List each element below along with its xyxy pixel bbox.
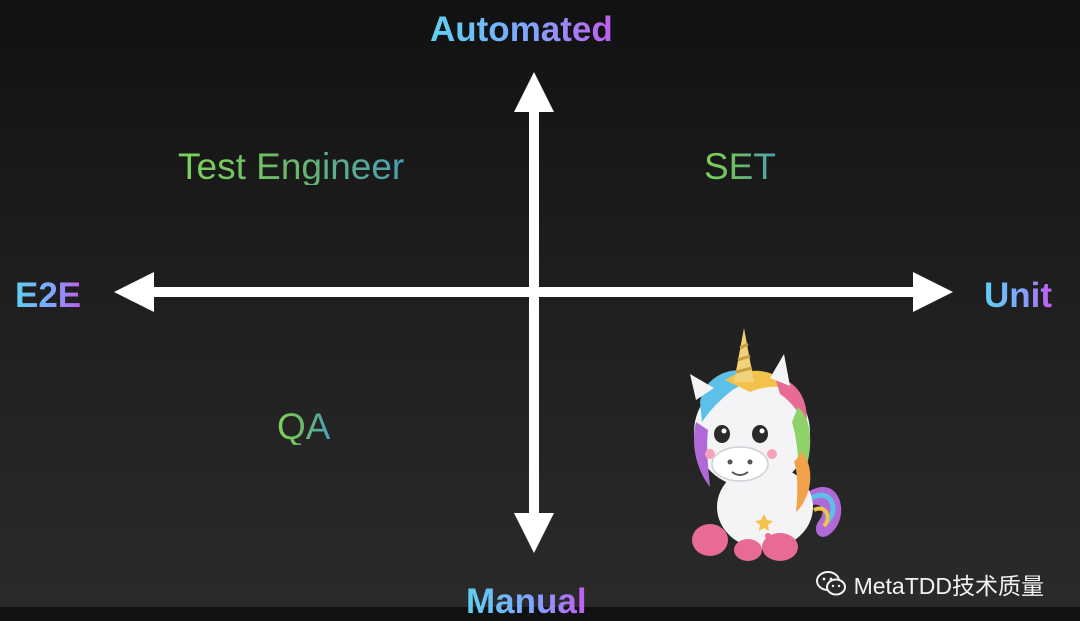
axis-label-automated: Automated — [430, 10, 613, 49]
horizontal-axis-line — [150, 287, 920, 297]
watermark: MetaTDD技术质量 — [815, 567, 1044, 601]
watermark-text: MetaTDD技术质量 — [853, 573, 1044, 599]
quadrant-label-qa: QA — [277, 406, 331, 447]
left-arrow-icon — [114, 272, 154, 312]
vertical-axis-line — [529, 108, 539, 516]
unicorn-mascot — [690, 328, 842, 561]
axis-label-unit: Unit — [984, 276, 1053, 315]
right-arrow-icon — [913, 272, 953, 312]
quadrant-label-test-engineer: Test Engineer — [178, 146, 405, 187]
quadrant-label-set: SET — [704, 146, 776, 187]
down-arrow-icon — [514, 513, 554, 553]
axis-label-manual: Manual — [466, 582, 587, 621]
quadrant-axes — [0, 0, 1080, 607]
axis-label-e2e: E2E — [15, 276, 82, 315]
wechat-icon — [815, 571, 846, 596]
up-arrow-icon — [514, 72, 554, 112]
